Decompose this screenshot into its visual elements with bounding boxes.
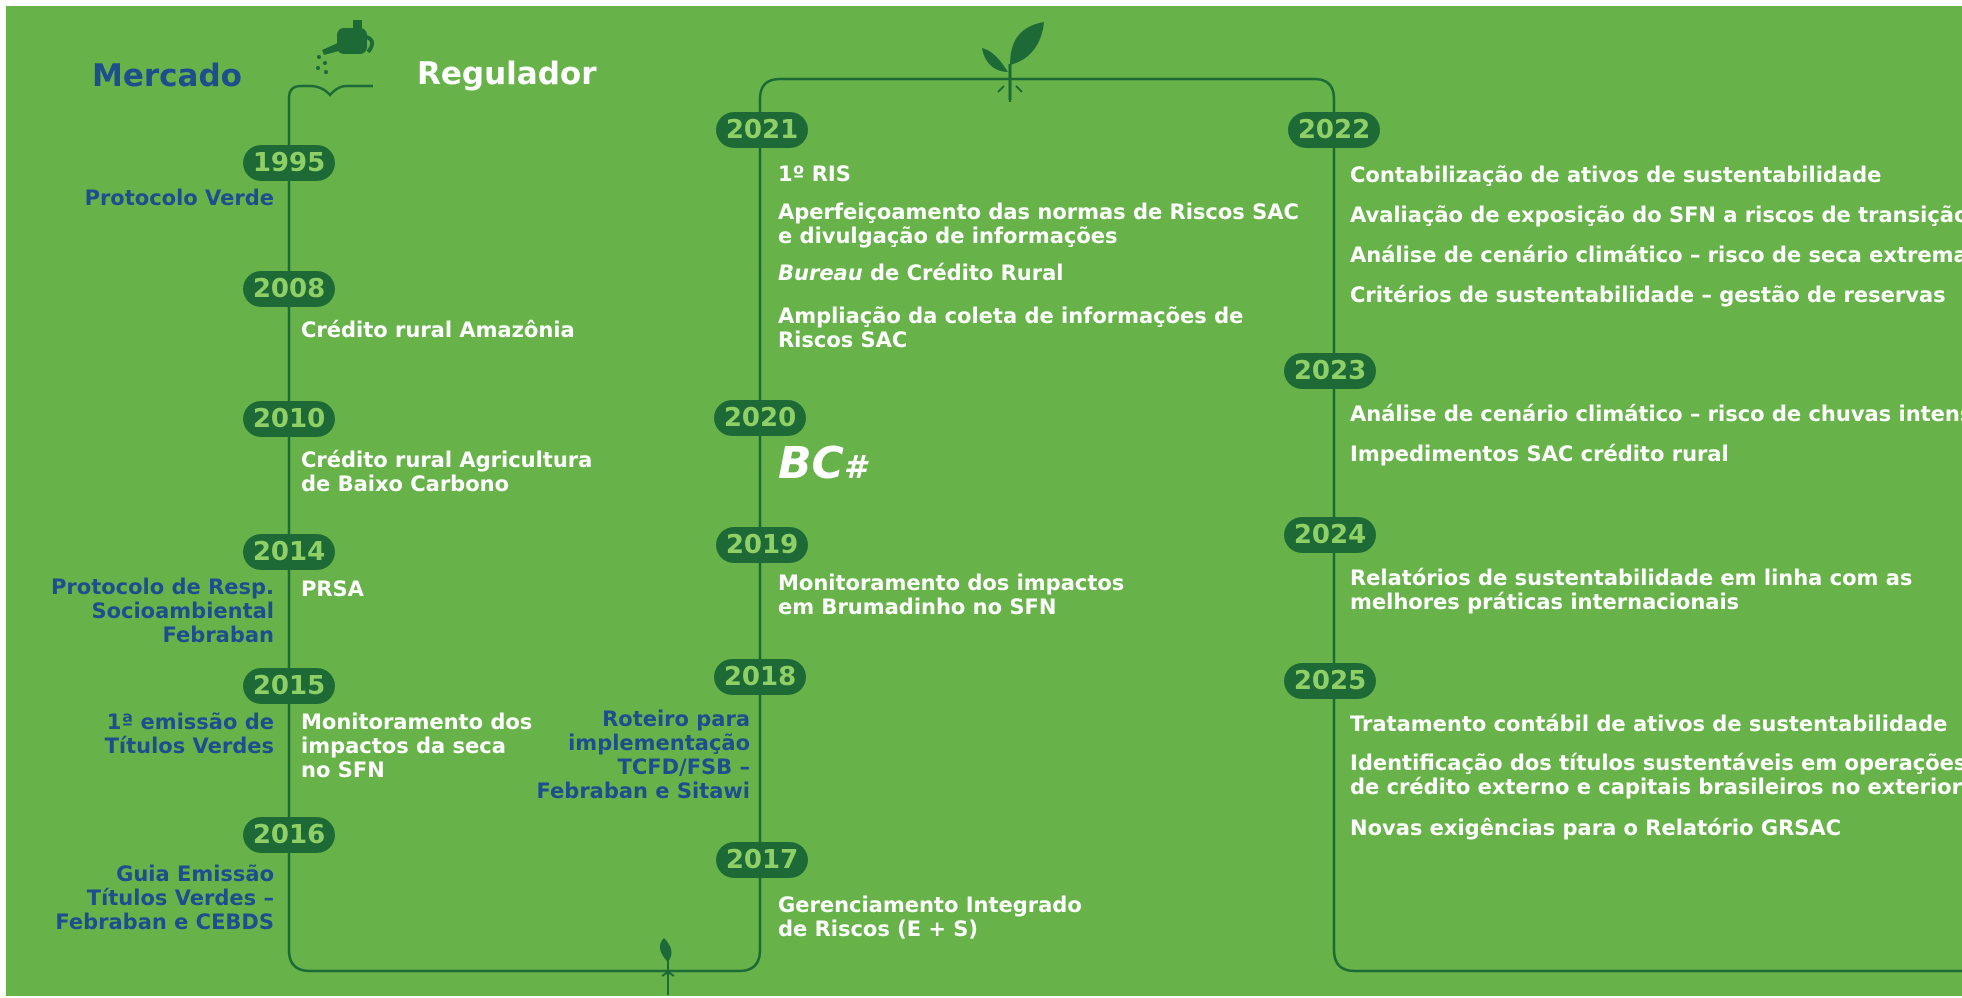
regulator-item-2025-2-line1: Identificação dos títulos sustentáveis e… [1350,751,1962,775]
column-connector-line [287,77,1962,973]
regulator-item-2021-ris: 1º RIS [778,162,851,186]
regulator-item-2008: Crédito rural Amazônia [301,318,575,342]
leaf-icon [659,938,675,995]
column1-line [287,84,373,950]
bc-logo-mark: # [843,448,867,486]
regulator-item-2021-aperf-line1: Aperfeiçoamento das normas de Riscos SAC [778,200,1299,224]
regulator-item-2021-bureau: Bureau de Crédito Rural [778,261,1063,285]
regulator-item-2015: Monitoramento dos impactos da seca no SF… [301,710,532,782]
regulator-item-2024-1: Relatórios de sustentabilidade em linha … [1350,566,1912,614]
regulator-item-2021-ampl-line2: Riscos SAC [778,328,908,352]
market-item-2014-line2: Socioambiental [91,599,274,623]
regulator-header: Regulador [417,56,597,92]
market-item-2018-line4: Febraban e Sitawi [536,779,750,803]
watering-can-icon [316,20,375,74]
bc-hash-logo: BC# [778,442,866,486]
regulator-item-2017-line2: de Riscos (E + S) [778,917,979,941]
year-badge-2016: 2016 [243,817,335,853]
year-badge-2019: 2019 [716,527,808,563]
year-badge-2015: 2015 [243,668,335,704]
market-item-2018-line1: Roteiro para [602,707,750,731]
year-badge-2022: 2022 [1288,112,1380,148]
regulator-item-2025-2-line2: de crédito externo e capitais brasileiro… [1350,775,1962,799]
regulator-item-2021-ampliacao: Ampliação da coleta de informações de Ri… [778,304,1243,352]
regulator-item-2023-2: Impedimentos SAC crédito rural [1350,442,1729,466]
regulator-item-2021-ampl-line1: Ampliação da coleta de informações de [778,304,1244,328]
regulator-item-2022-2: Avaliação de exposição do SFN a riscos d… [1350,203,1962,227]
regulator-item-2022-1: Contabilização de ativos de sustentabili… [1350,163,1882,187]
regulator-item-2010-line2: de Baixo Carbono [301,472,510,496]
year-badge-2017: 2017 [716,842,808,878]
year-badge-2023: 2023 [1284,353,1376,389]
year-badge-2021: 2021 [716,112,808,148]
regulator-item-2025-2: Identificação dos títulos sustentáveis e… [1350,751,1962,799]
regulator-item-2019: Monitoramento dos impactos em Brumadinho… [778,571,1124,619]
bc-logo-text: BC [778,438,844,489]
regulator-item-2015-line1: Monitoramento dos [301,710,533,734]
regulator-item-2010: Crédito rural Agricultura de Baixo Carbo… [301,448,592,496]
market-item-2014-line3: Febraban [162,623,274,647]
regulator-item-2017: Gerenciamento Integrado de Riscos (E + S… [778,893,1082,941]
market-item-2014-line1: Protocolo de Resp. [51,575,274,599]
market-item-1995-text: Protocolo Verde [84,186,274,210]
regulator-item-2022-4: Critérios de sustentabilidade – gestão d… [1350,283,1946,307]
year-badge-2020: 2020 [714,400,806,436]
market-item-2018-line2: implementação [568,731,750,755]
year-badge-2024: 2024 [1284,517,1376,553]
year-badge-2008: 2008 [243,271,335,307]
market-item-2015: 1ª emissão de Títulos Verdes [105,710,274,758]
regulator-item-2015-line2: impactos da seca [301,734,506,758]
market-item-2016-line3: Febraban e CEBDS [55,910,274,934]
regulator-item-2024-line2: melhores práticas internacionais [1350,590,1740,614]
year-badge-2014: 2014 [243,534,335,570]
bureau-rest-text: de Crédito Rural [862,261,1064,285]
year-badge-2018: 2018 [714,659,806,695]
regulator-item-2023-1: Análise de cenário climático – risco de … [1350,402,1962,426]
market-item-2018-line3: TCFD/FSB – [617,755,750,779]
regulator-item-2019-line1: Monitoramento dos impactos [778,571,1125,595]
regulator-item-2024-line1: Relatórios de sustentabilidade em linha … [1350,566,1913,590]
market-item-2016: Guia Emissão Títulos Verdes – Febraban e… [55,862,274,934]
regulator-item-2015-line3: no SFN [301,758,385,782]
market-item-1995: Protocolo Verde [85,186,274,210]
market-item-2016-line1: Guia Emissão [116,862,274,886]
regulator-item-2025-3: Novas exigências para o Relatório GRSAC [1350,816,1842,840]
market-item-2015-line1: 1ª emissão de [106,710,274,734]
regulator-item-2010-line1: Crédito rural Agricultura [301,448,593,472]
regulator-item-2022-3: Análise de cenário climático – risco de … [1350,243,1962,267]
bureau-italic-text: Bureau [778,261,863,285]
regulator-item-2025-1: Tratamento contábil de ativos de sustent… [1350,712,1948,736]
year-badge-1995: 1995 [243,145,335,181]
sprout-icon [982,22,1044,102]
regulator-item-2017-line1: Gerenciamento Integrado [778,893,1082,917]
regulator-item-2014: PRSA [301,577,364,601]
market-item-2018: Roteiro para implementação TCFD/FSB – Fe… [537,707,750,803]
regulator-item-2019-line2: em Brumadinho no SFN [778,595,1057,619]
year-badge-2025: 2025 [1284,663,1376,699]
market-item-2014: Protocolo de Resp. Socioambiental Febrab… [51,575,274,647]
market-item-2016-line2: Títulos Verdes – [86,886,274,910]
market-item-2015-line2: Títulos Verdes [104,734,274,758]
regulator-item-2021-aperfeicoamento: Aperfeiçoamento das normas de Riscos SAC… [778,200,1299,248]
regulator-item-2021-aperf-line2: e divulgação de informações [778,224,1118,248]
market-header: Mercado [92,58,242,94]
year-badge-2010: 2010 [243,401,335,437]
